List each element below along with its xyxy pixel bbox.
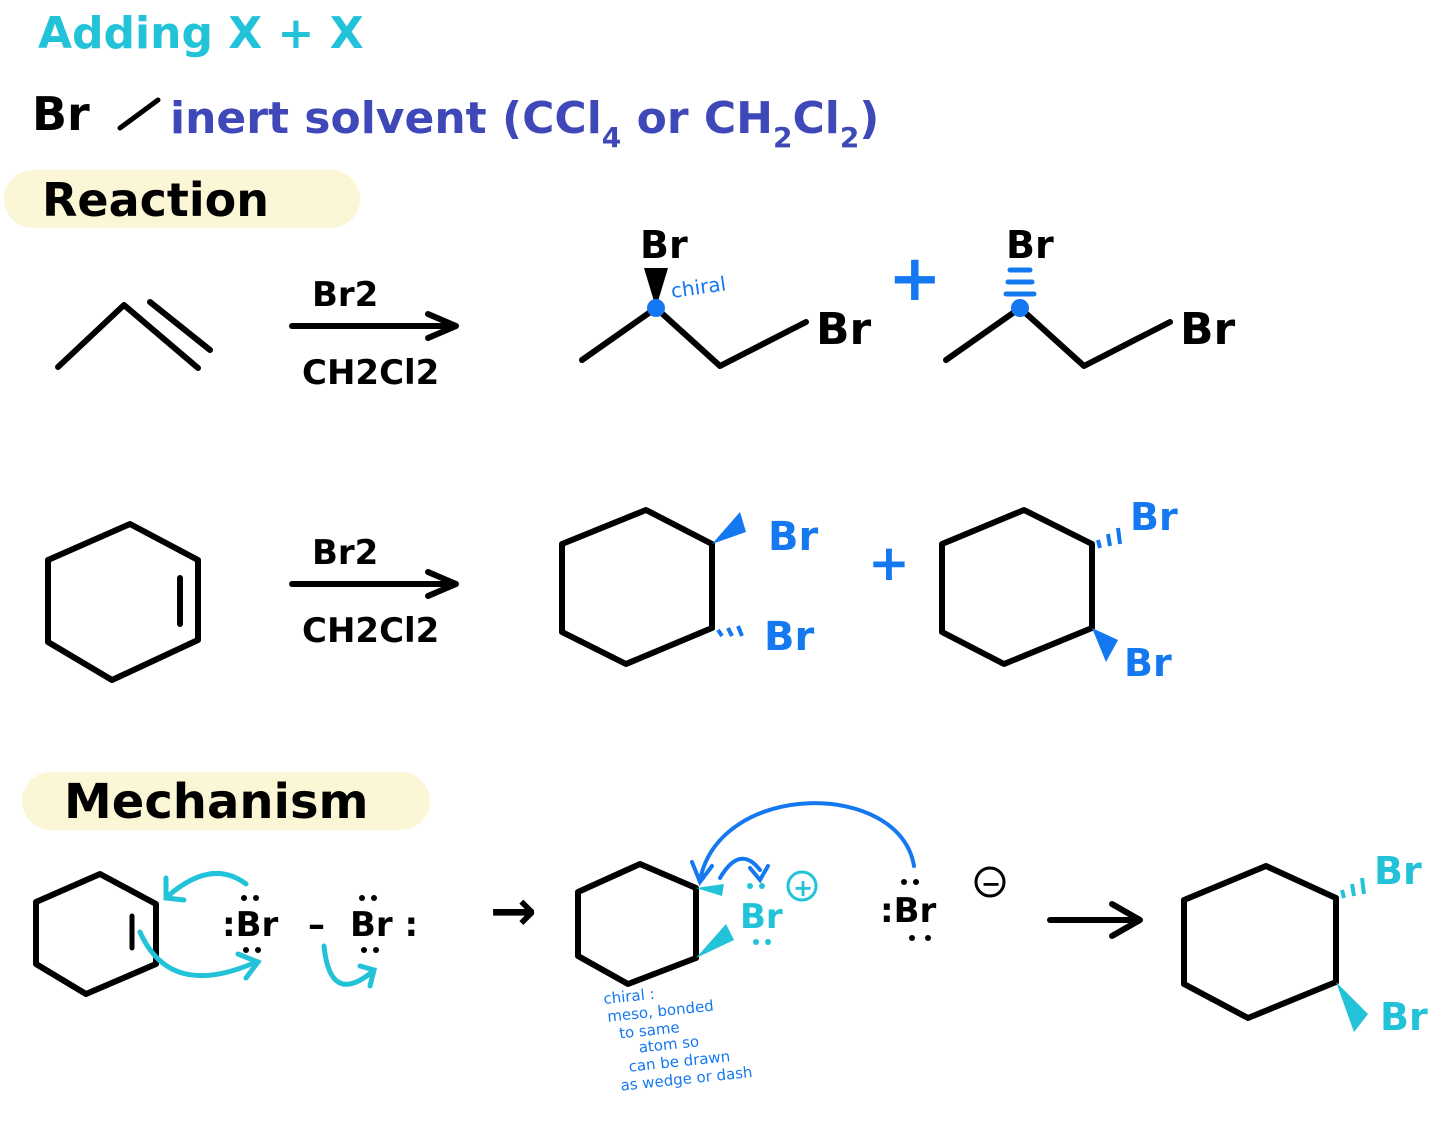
mechanism-product xyxy=(1181,863,1368,1032)
reagent-br: Br xyxy=(32,87,90,141)
slash xyxy=(117,97,161,131)
bromonium-ring xyxy=(575,861,734,987)
bromonium-charge-circle xyxy=(786,870,818,902)
bromide-br: :Br xyxy=(880,891,937,931)
reaction1-product2 xyxy=(943,267,1173,369)
mechanism-br-right: Br : xyxy=(350,905,418,945)
bromonium-charge: + xyxy=(793,874,813,902)
mechanism-heading: Mechanism xyxy=(64,774,369,830)
reaction2-arrow xyxy=(289,569,459,599)
bromide-charge-circle xyxy=(974,866,1006,898)
reaction2-product2-br-top: Br xyxy=(1130,495,1178,539)
reaction1-plus: + xyxy=(888,242,942,316)
reaction2-product1 xyxy=(559,507,746,667)
reaction1-arrow xyxy=(289,311,459,341)
cyclohexene xyxy=(45,521,201,683)
reaction1-product1-br-top: Br xyxy=(640,223,688,267)
solvent-line: inert solvent (CCl4 or CH2Cl2) xyxy=(170,93,879,154)
reaction1-product2-br-end: Br xyxy=(1180,304,1236,355)
reaction2-solvent: CH2Cl2 xyxy=(302,611,439,651)
mechanism-arrow1: → xyxy=(490,879,537,944)
bromonium-br: Br xyxy=(740,897,783,937)
bromonium-lone-pairs xyxy=(747,883,771,945)
br-right-lone-pairs xyxy=(359,895,379,953)
reaction1-product1 xyxy=(579,268,809,369)
br-left-lone-pairs xyxy=(241,895,261,953)
bromide-charge: − xyxy=(981,870,1001,898)
chiral-note: chiral xyxy=(669,271,727,302)
mechanism-curved-arrows xyxy=(137,870,378,989)
mechanism-arrow2 xyxy=(1047,901,1143,939)
reaction2-product2-br-bottom: Br xyxy=(1124,641,1172,685)
mechanism-highlight xyxy=(22,772,430,830)
reaction1-solvent: CH2Cl2 xyxy=(302,353,439,393)
mechanism-product-br-top: Br xyxy=(1374,849,1422,893)
reaction2-product1-br-bottom: Br xyxy=(764,614,814,660)
reaction1-product2-br-top: Br xyxy=(1006,223,1054,267)
reaction2-plus: + xyxy=(868,534,910,592)
bromide-attack-arrow xyxy=(690,801,916,887)
mechanism-br-left: :Br xyxy=(222,905,279,945)
mechanism-br-dash: – xyxy=(308,905,325,945)
reaction-heading: Reaction xyxy=(42,173,269,227)
bromide-lone-pairs xyxy=(901,879,931,941)
reaction-highlight xyxy=(4,170,360,228)
reaction2-reagent: Br2 xyxy=(312,533,378,573)
reaction2-product1-br-top: Br xyxy=(768,514,818,560)
note-line-1: chiral : xyxy=(603,985,656,1008)
propene xyxy=(55,299,213,371)
chiral-meso-note: chiral : meso, bonded to same atom so ca… xyxy=(603,985,754,1095)
reaction1-product1-br-end: Br xyxy=(816,304,872,355)
reaction1-reagent: Br2 xyxy=(312,275,378,315)
title: Adding X + X xyxy=(38,8,364,59)
mechanism-product-br-bottom: Br xyxy=(1380,995,1428,1039)
reaction2-product2 xyxy=(939,507,1122,667)
mechanism-cyclohexene xyxy=(33,871,159,997)
